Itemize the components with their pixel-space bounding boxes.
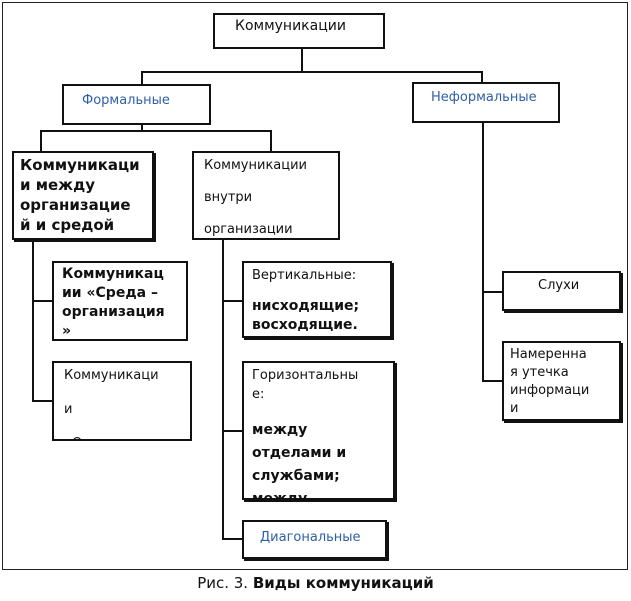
caption-prefix: Рис. 3. bbox=[197, 574, 253, 592]
node-root-label: Коммуникации bbox=[235, 18, 346, 34]
node-diagonal: Диагональные bbox=[242, 520, 387, 559]
node-root: Коммуникации bbox=[213, 13, 385, 49]
connector bbox=[270, 130, 272, 152]
node-horizontal-title: Горизонтальны е: bbox=[252, 368, 359, 402]
node-formal-label: Формальные bbox=[82, 93, 170, 108]
connector bbox=[32, 240, 34, 402]
connector bbox=[482, 380, 502, 382]
connector bbox=[222, 538, 242, 540]
diagram-frame bbox=[2, 2, 628, 570]
node-env-org: Коммуникац ии «Среда – организация » bbox=[52, 261, 188, 341]
connector bbox=[141, 71, 143, 85]
connector bbox=[141, 71, 483, 73]
connector bbox=[222, 240, 224, 540]
node-vertical-title: Вертикальные: bbox=[252, 268, 357, 283]
connector bbox=[40, 130, 42, 152]
node-leak-label: Намеренна я утечка информаци и bbox=[510, 347, 590, 416]
node-rumors-label: Слухи bbox=[538, 278, 580, 293]
node-within-org: Коммуникации внутри организации bbox=[192, 151, 340, 240]
node-vertical-items: нисходящие; восходящие. bbox=[252, 298, 360, 333]
connector bbox=[222, 430, 242, 432]
node-org-env-label: Коммуникаци и «Организация – среда» bbox=[64, 368, 162, 439]
node-horizontal: Горизонтальны е: между отделами и служба… bbox=[242, 361, 395, 500]
connector bbox=[481, 71, 483, 83]
node-within-org-label: Коммуникации внутри организации bbox=[204, 158, 308, 237]
node-vertical: Вертикальные: нисходящие; восходящие. bbox=[242, 261, 392, 338]
connector bbox=[32, 300, 52, 302]
connector bbox=[482, 122, 484, 382]
node-between-org-env: Коммуникаци и между организацие й и сред… bbox=[12, 151, 154, 240]
node-informal: Неформальные bbox=[412, 82, 560, 123]
figure-caption: Рис. 3. Виды коммуникаций bbox=[0, 574, 631, 592]
node-formal: Формальные bbox=[62, 84, 211, 125]
connector bbox=[40, 130, 272, 132]
node-leak: Намеренна я утечка информаци и bbox=[502, 341, 621, 421]
connector bbox=[32, 400, 52, 402]
node-rumors: Слухи bbox=[502, 271, 621, 311]
connector bbox=[141, 124, 143, 132]
connector bbox=[482, 291, 502, 293]
node-horizontal-items: между отделами и службами; между работни… bbox=[252, 422, 347, 500]
node-between-org-env-label: Коммуникаци и между организацие й и сред… bbox=[20, 156, 140, 234]
node-org-env: Коммуникаци и «Организация – среда» bbox=[52, 361, 192, 441]
node-informal-label: Неформальные bbox=[431, 90, 537, 105]
caption-title: Виды коммуникаций bbox=[252, 574, 434, 592]
connector bbox=[301, 48, 303, 72]
node-diagonal-label: Диагональные bbox=[260, 530, 361, 545]
node-env-org-label: Коммуникац ии «Среда – организация » bbox=[62, 266, 165, 339]
connector bbox=[222, 300, 242, 302]
